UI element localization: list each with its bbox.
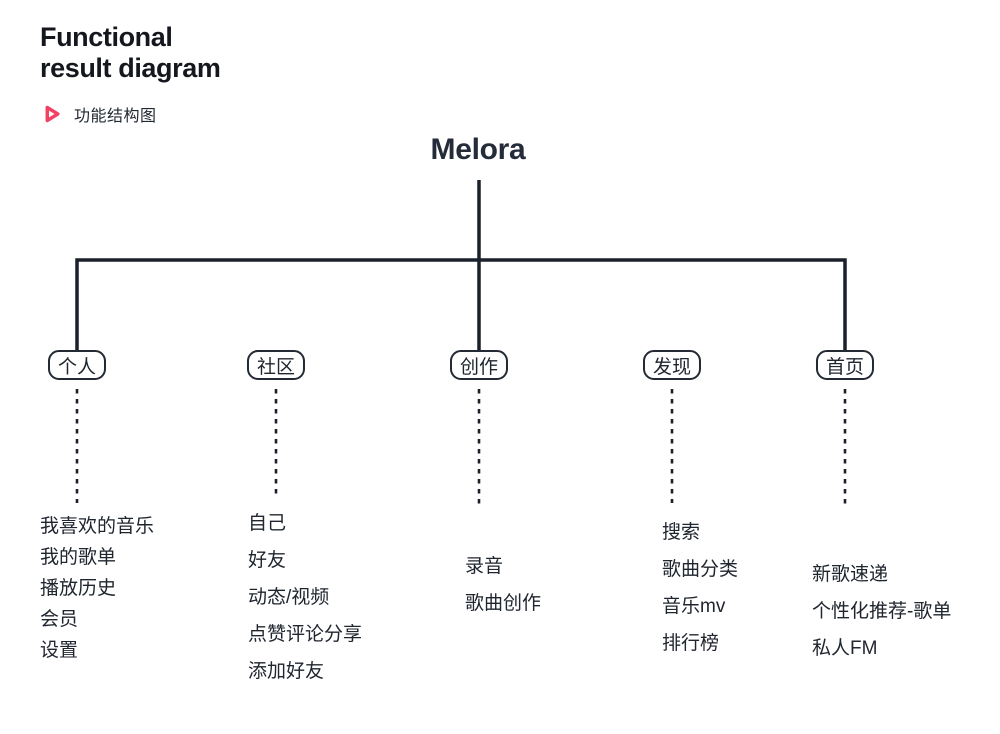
branch-list-community: 自己好友动态/视频点赞评论分享添加好友: [248, 505, 362, 690]
list-item: 我的歌单: [40, 547, 117, 568]
list-item: 播放历史: [40, 578, 117, 599]
list-item: 个性化推荐-歌单: [812, 601, 952, 622]
branch-list-home: 新歌速递个性化推荐-歌单私人FM: [812, 556, 951, 667]
play-icon: [45, 105, 60, 123]
branch-node-creation: 创作: [449, 350, 509, 380]
branch-connector-line: [75, 258, 847, 350]
list-item: 自己: [248, 513, 287, 534]
list-item: 歌曲分类: [662, 559, 739, 580]
branch-node-discover: 发现: [642, 350, 702, 380]
list-item: 我喜欢的音乐: [40, 516, 155, 537]
page-title-line2: result diagram: [40, 53, 221, 83]
list-item: 私人FM: [812, 638, 878, 659]
list-item: 排行榜: [662, 633, 720, 654]
branch-list-creation: 录音歌曲创作: [465, 548, 541, 622]
root-node-label: Melora: [430, 133, 526, 166]
page-title-line1: Functional: [40, 22, 173, 52]
page-title: Functional result diagram: [40, 22, 221, 84]
subtitle-label: 功能结构图: [74, 108, 157, 125]
list-item: 新歌速递: [812, 564, 889, 585]
list-item: 好友: [248, 550, 287, 571]
list-item: 添加好友: [248, 661, 325, 682]
list-item: 动态/视频: [248, 587, 330, 608]
branch-list-personal: 我喜欢的音乐我的歌单播放历史会员设置: [40, 511, 154, 666]
list-item: 点赞评论分享: [248, 624, 363, 645]
list-item: 歌曲创作: [465, 593, 542, 614]
list-item: 音乐mv: [662, 596, 726, 617]
branch-node-personal: 个人: [47, 350, 107, 380]
list-item: 会员: [40, 609, 79, 630]
subtitle: 功能结构图: [40, 102, 157, 126]
list-item: 搜索: [662, 522, 701, 543]
list-item: 设置: [40, 640, 79, 661]
branch-node-community: 社区: [246, 350, 306, 380]
list-item: 录音: [465, 556, 504, 577]
branch-node-home: 首页: [815, 350, 875, 380]
branch-list-discover: 搜索歌曲分类音乐mv 排行榜: [662, 514, 738, 662]
